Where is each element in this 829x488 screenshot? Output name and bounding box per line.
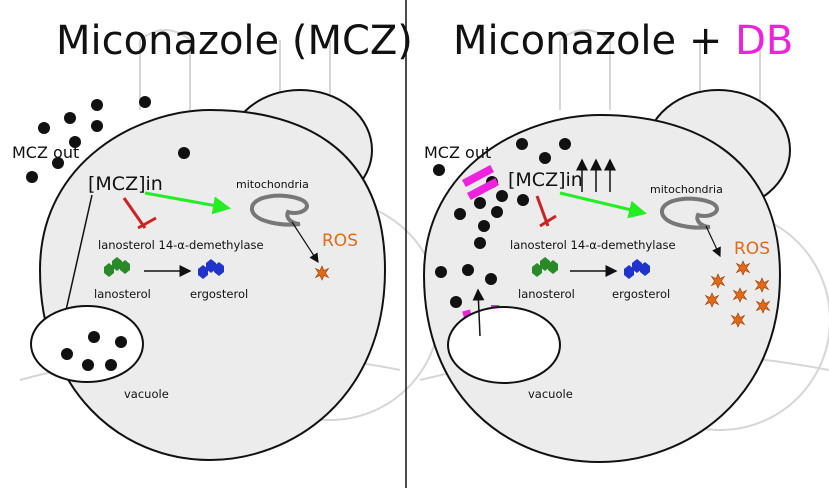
right-cell-body [422,113,782,464]
left-mitochondria-label: mitochondria [236,178,309,191]
left-arrow-to-ros [291,221,319,264]
right-mcz-dots [433,138,571,353]
right-inhibition-arrow [535,195,557,228]
left-inhibition-arrow [122,197,157,230]
left-mcz-out-label: MCZ out [12,143,79,162]
right-arrow-from-vacuole [472,288,485,337]
left-ros-label: ROS [322,231,358,251]
right-ergosterol-label: ergosterol [612,287,670,301]
right-title: Miconazole + DB [453,18,793,64]
right-title-highlight: DB [735,18,793,64]
left-arrow-to-vacuole [58,194,93,330]
left-panel: Miconazole (MCZ) MCZ out [MCZ]in mitocho… [12,18,413,462]
right-mitochondria-icon [660,196,719,230]
left-vacuole-label: vacuole [124,387,169,401]
right-ros-label: ROS [734,239,770,259]
right-lanosterol-label: lanosterol [518,287,575,301]
left-vacuole-dots [61,331,127,371]
right-vacuole-label: vacuole [528,387,573,401]
right-mcz-in-label: [MCZ]in [508,169,583,191]
right-increase-arrows [576,158,616,192]
right-title-main: Miconazole + [453,18,735,64]
left-title: Miconazole (MCZ) [56,18,413,64]
right-enzyme-label: lanosterol 14-α-demethylase [510,238,676,252]
right-panel: Miconazole + DB MCZ out [422,18,793,464]
left-mcz-out-dots [26,96,190,183]
right-mcz-out-label: MCZ out [424,143,491,162]
left-activation-arrow [144,191,231,215]
right-arrow-to-ros [705,225,721,258]
right-mitochondria-label: mitochondria [650,183,723,196]
left-cell-body [38,108,387,462]
left-ergosterol-label: ergosterol [190,287,248,301]
right-vacuole [447,306,561,384]
left-mcz-in-label: [MCZ]in [88,173,163,195]
left-lanosterol-label: lanosterol [94,287,151,301]
right-activation-arrow [559,191,647,219]
left-mitochondria-icon [250,193,309,227]
left-enzyme-label: lanosterol 14-α-demethylase [98,238,264,252]
